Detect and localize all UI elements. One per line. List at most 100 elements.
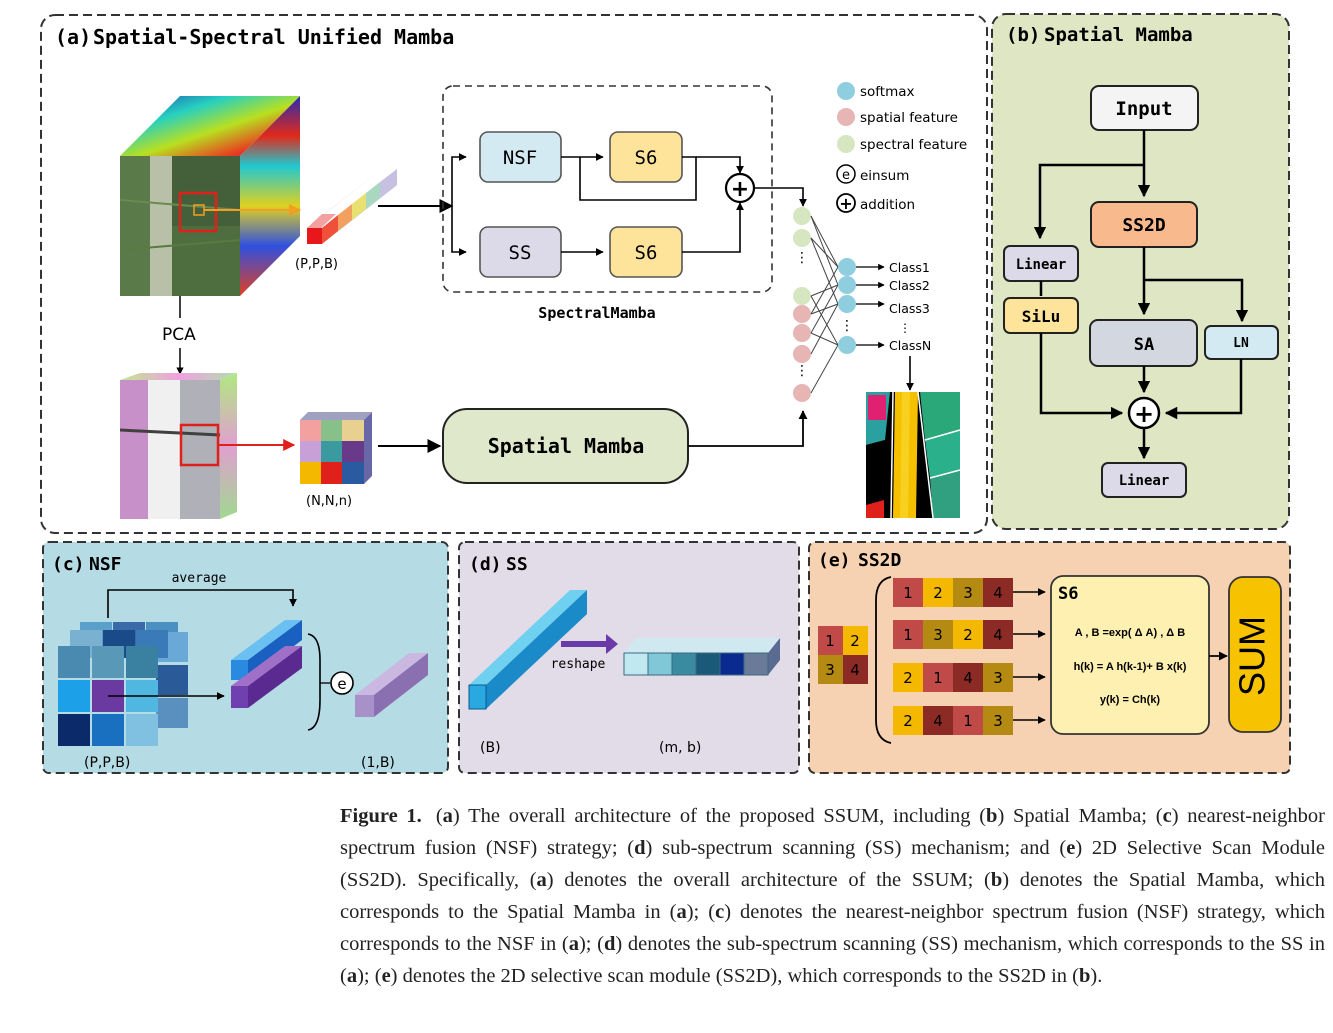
scan-cell-label: 2 [933, 584, 943, 602]
scan-cell-label: 3 [963, 584, 973, 602]
svg-text:⋮: ⋮ [795, 250, 809, 266]
addition-symbol: + [839, 194, 852, 213]
scan-bracket [875, 576, 892, 744]
cube-patch-highlight [178, 191, 218, 233]
class-3-label: Class3 [889, 301, 930, 316]
einsum-icon [836, 164, 856, 184]
sum-label: SUM [1232, 616, 1273, 696]
spectral-mamba-label: SpectralMamba [538, 304, 655, 322]
scan-cell-label: 4 [933, 712, 943, 730]
s6-bottom-label: S6 [635, 242, 658, 264]
sa-label: SA [1134, 335, 1154, 355]
caption-label: Figure 1. [340, 805, 422, 827]
s6-top-label: S6 [635, 147, 658, 169]
caption-segment: ) denotes the Spatial Mamba, which corre… [340, 869, 1325, 923]
class-1-label: Class1 [889, 260, 930, 275]
spectral-vector [307, 156, 399, 244]
pca-label: PCA [162, 325, 196, 345]
panel-a: (a) Spatial-Spectral Unified Mamba [40, 14, 988, 534]
caption-segment: ); ( [578, 933, 604, 955]
caption-segment: a [442, 805, 453, 827]
reshape-label: reshape [551, 657, 606, 672]
scan-cell-label: 2 [963, 626, 973, 644]
scan-cell [953, 578, 983, 607]
s6-eq3: y(k) = Ch(k) [1100, 694, 1161, 706]
nsf-label: NSF [503, 147, 537, 169]
scan-cell [923, 663, 953, 692]
caption-segment: ( [435, 805, 443, 827]
architecture-figure: (a) Spatial-Spectral Unified Mamba [40, 13, 1291, 774]
caption-segment: ). [1090, 965, 1103, 987]
linear-left-label: Linear [1016, 257, 1067, 273]
cube-dims-label: (P,P,B) [295, 257, 338, 272]
legend-spatial-feature: spatial feature [860, 110, 958, 126]
scan-cell [953, 706, 983, 735]
scan-cell [893, 663, 923, 692]
scan-cell-label: 3 [933, 626, 943, 644]
softmax-dots: ⋮ [838, 258, 856, 354]
svg-text:+: + [731, 177, 749, 202]
caption-segment: ) Spatial Mamba; ( [997, 805, 1163, 827]
input-grid: 1 2 3 4 [818, 626, 868, 684]
caption-segment: b [1079, 965, 1091, 987]
caption-segment: d [604, 933, 616, 955]
s6-eq1: A , B =exp( Δ A) , Δ B [1075, 627, 1186, 639]
svg-text:⋮: ⋮ [795, 363, 809, 379]
caption-segment: b [990, 869, 1003, 891]
nsf-dims-right: (1,B) [361, 755, 395, 771]
einsum-node-icon [330, 671, 354, 695]
scan-cell [923, 706, 953, 735]
scan-cell [983, 578, 1013, 607]
legend-einsum: einsum [860, 168, 909, 184]
panel-e-title: SS2D [858, 550, 902, 571]
ss-label: SS [509, 242, 532, 264]
reshape-arrow [561, 634, 618, 654]
spatial-patch [300, 412, 372, 484]
legend: softmax spatial feature spectral feature… [836, 82, 967, 213]
caption-segment: ); ( [686, 901, 716, 923]
scan-cell-label: 1 [903, 626, 913, 644]
s6-block-title: S6 [1058, 584, 1078, 604]
scan-cell-label: 4 [993, 584, 1003, 602]
spatial-feature-legend-dot [837, 108, 855, 126]
figure-caption: Figure 1.(a) The overall architecture of… [340, 800, 1325, 992]
caption-segment: ) denotes the nearest-neighbor spectrum … [340, 901, 1325, 955]
scan-cell-label: 1 [903, 584, 913, 602]
ss2d-label: SS2D [1122, 215, 1166, 236]
scan-cell [923, 578, 953, 607]
svg-text:+: + [1134, 400, 1154, 428]
scan-cell [953, 663, 983, 692]
svg-text:⋮: ⋮ [899, 321, 911, 335]
panel-b-title: Spatial Mamba [1044, 24, 1193, 46]
fused-spectrum-bar [355, 653, 428, 717]
scan-cell [893, 706, 923, 735]
scan-cell [983, 706, 1013, 735]
sum-block [1228, 576, 1282, 733]
caption-segment: e [381, 965, 391, 987]
svg-text:⋮: ⋮ [840, 318, 854, 334]
average-label: average [172, 571, 227, 586]
caption-segment: a [536, 869, 547, 891]
legend-spectral-feature: spectral feature [860, 137, 967, 153]
nsf-cube [58, 622, 188, 746]
spatial-mamba-label: Spatial Mamba [488, 434, 645, 458]
nsf-dims-left: (P,P,B) [84, 755, 130, 771]
grid-cell: 2 [850, 632, 860, 650]
panel-d: (d) SS reshape (B) (m, b) [458, 541, 800, 774]
scan-cell [893, 578, 923, 607]
caption-segment: ); ( [357, 965, 382, 987]
panel-a-tag: (a) [55, 25, 91, 49]
ss-dims-left: (B) [480, 740, 501, 756]
caption-segment: ) denotes the 2D selective scan module (… [390, 965, 1080, 987]
s6-eq2: h(k) = A h(k-1)+ B x(k) [1074, 661, 1187, 673]
caption-segment: a [676, 901, 687, 923]
caption-segment: d [634, 837, 646, 859]
scan-cell [983, 663, 1013, 692]
grid-cell: 1 [825, 632, 835, 650]
class-2-label: Class2 [889, 278, 930, 293]
caption-segment: ) 2D Selective Scan Module (SS2D). Speci… [340, 837, 1325, 891]
silu-label: SiLu [1022, 307, 1061, 326]
caption-text: (a) The overall architecture of the prop… [340, 805, 1325, 987]
